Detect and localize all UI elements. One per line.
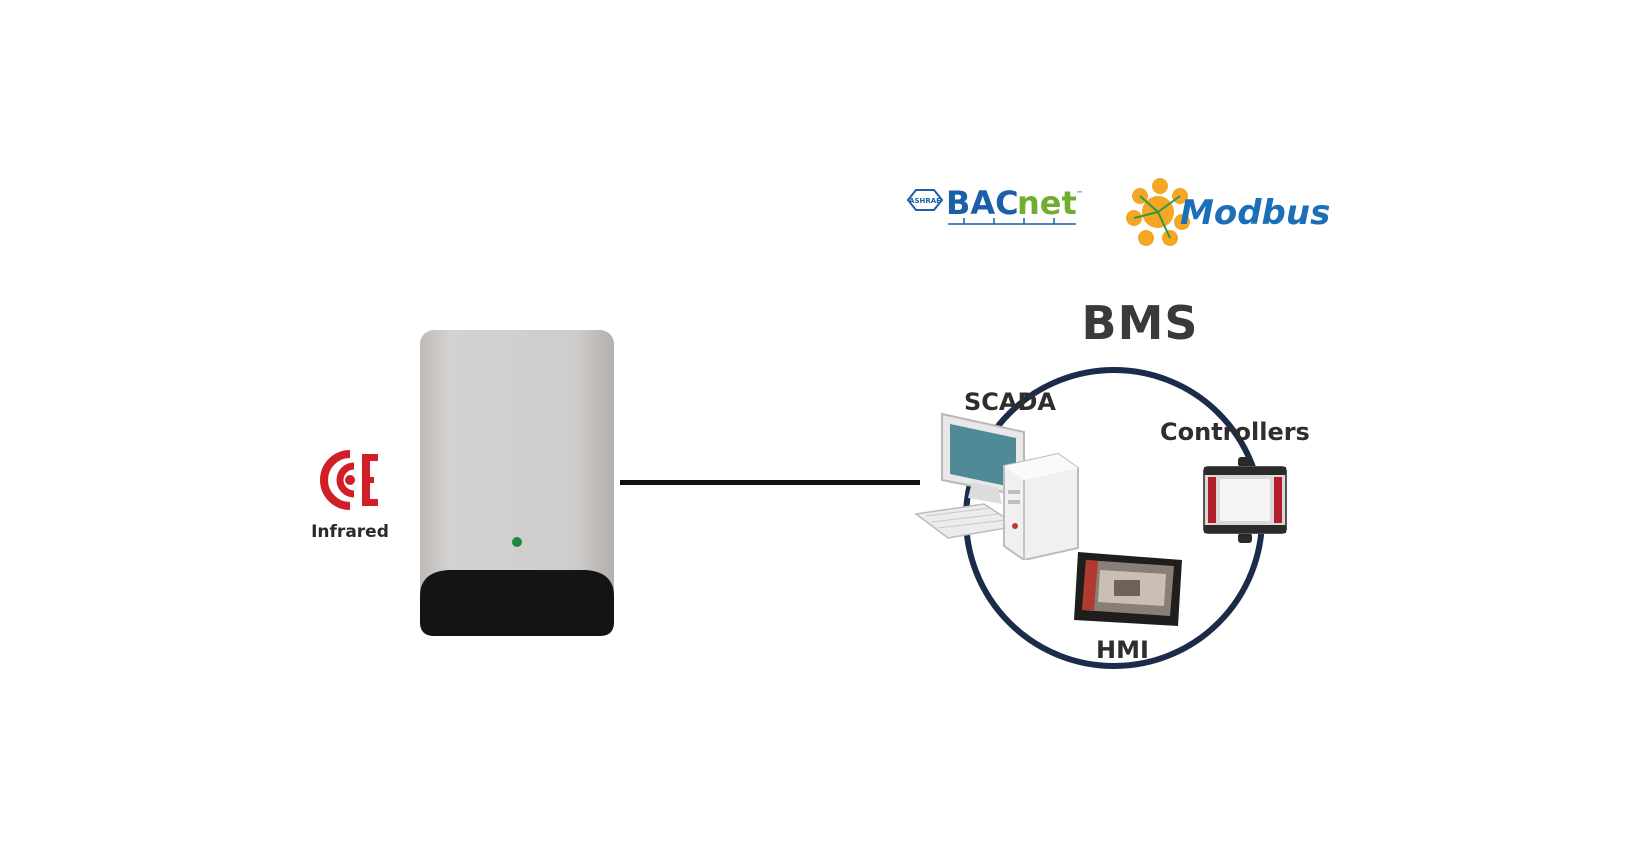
sensor-device — [420, 330, 614, 636]
infrared-label: Infrared — [311, 522, 389, 542]
controllers-label: Controllers — [1160, 418, 1310, 446]
svg-text:™: ™ — [1076, 190, 1083, 198]
bacnet-logo: ASHRAE BAC net ™ — [906, 184, 1083, 225]
scada-computer-icon — [914, 412, 1079, 560]
hmi-panel-icon — [1074, 552, 1182, 626]
svg-text:BAC: BAC — [946, 184, 1019, 222]
bms-title: BMS — [1081, 296, 1199, 350]
connection-line — [620, 480, 920, 485]
controller-icon — [1203, 457, 1287, 543]
svg-text:ASHRAE: ASHRAE — [909, 197, 941, 205]
svg-text:net: net — [1017, 184, 1077, 222]
scada-label: SCADA — [964, 388, 1056, 416]
svg-text:Modbus: Modbus — [1180, 193, 1330, 233]
modbus-logo: Modbus — [1126, 178, 1330, 246]
hmi-label: HMI — [1096, 636, 1149, 664]
infrared-sensor-icon — [320, 450, 378, 510]
